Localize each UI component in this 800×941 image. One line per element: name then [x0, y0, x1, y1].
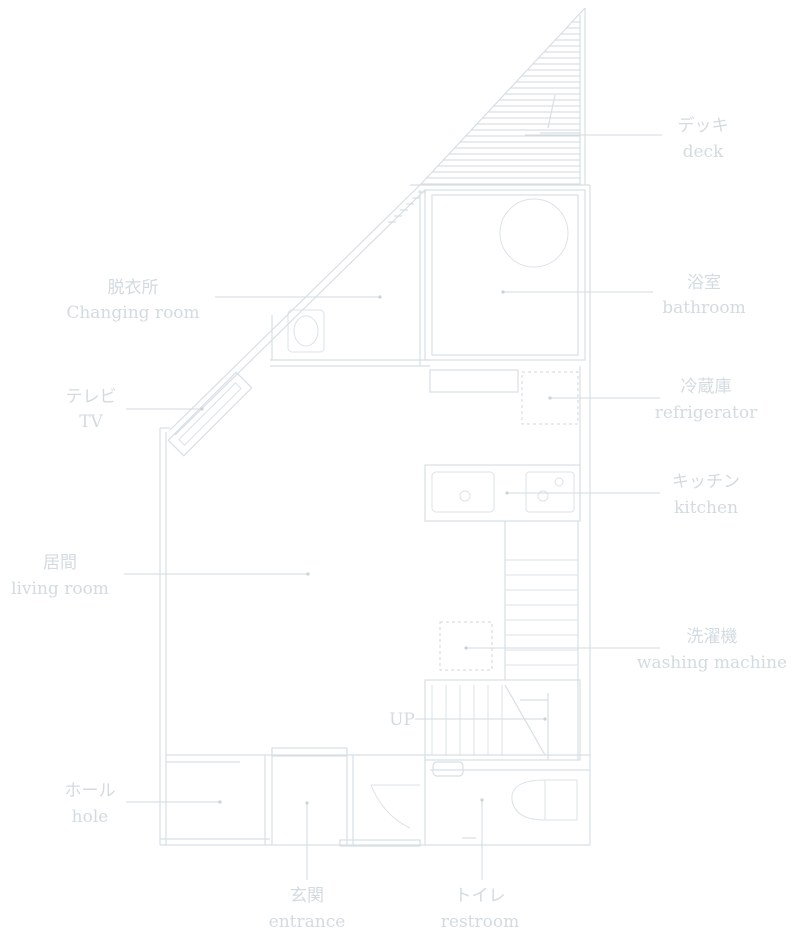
living-room-walls: [159, 427, 170, 845]
washbasin-icon: [287, 309, 325, 353]
label-washing-machine-jp: 洗濯機: [687, 627, 738, 647]
staircase: [424, 521, 581, 761]
kitchen-area: [424, 366, 581, 522]
label-deck-en: deck: [683, 142, 724, 162]
diagonal-wall: [169, 184, 426, 436]
bathroom-room: [424, 185, 591, 845]
bathtub-icon: [499, 198, 569, 268]
label-changing-room-jp: 脱衣所: [108, 278, 159, 298]
label-tv-en: TV: [79, 412, 103, 432]
label-bathroom-jp: 浴室: [687, 273, 721, 293]
door-swing-icon: [370, 784, 411, 829]
label-refrigerator-jp: 冷蔵庫: [681, 377, 732, 397]
toilet-icon: [511, 779, 546, 821]
label-kitchen-jp: キッチン: [672, 472, 740, 492]
label-kitchen-en: kitchen: [674, 498, 738, 518]
washing-machine-icon: [439, 621, 493, 671]
label-deck-jp: デッキ: [678, 115, 729, 136]
deck-area: [410, 7, 590, 186]
label-restroom-en: restroom: [441, 912, 519, 932]
leader-lines: [124, 134, 662, 880]
bottom-rooms: [160, 747, 590, 847]
label-entrance-en: entrance: [269, 912, 346, 932]
label-hole-en: hole: [72, 807, 109, 827]
label-hole-jp: ホール: [65, 781, 116, 801]
label-entrance-jp: 玄関: [290, 886, 324, 906]
label-refrigerator-en: refrigerator: [655, 403, 758, 423]
label-washing-machine-en: washing machine: [637, 653, 787, 673]
label-tv-jp: テレビ: [66, 387, 117, 407]
label-living-room-en: living room: [11, 579, 109, 599]
label-living-room-jp: 居間: [43, 553, 77, 573]
label-bathroom-en: bathroom: [662, 298, 746, 318]
label-changing-room-en: Changing room: [66, 303, 199, 323]
changing-room: [270, 190, 430, 367]
tv-unit: [167, 371, 253, 457]
stove-icon: [525, 471, 575, 513]
label-stairs-up: UP: [389, 710, 415, 730]
sink-icon: [431, 471, 495, 513]
label-restroom-jp: トイレ: [455, 886, 506, 906]
